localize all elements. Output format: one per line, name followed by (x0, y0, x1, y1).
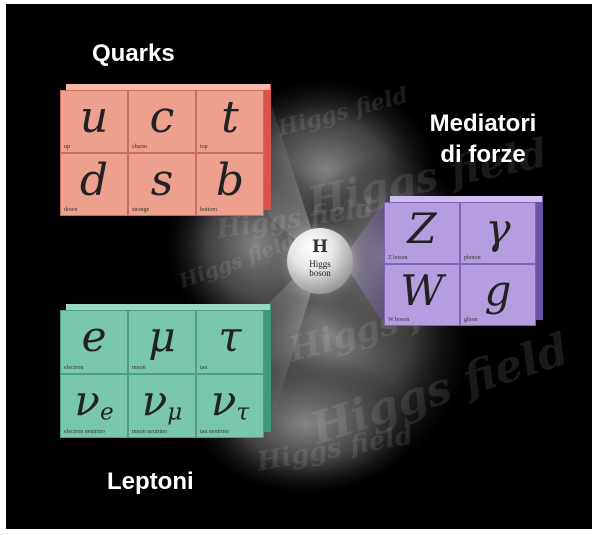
mediators-heading: Mediatori di forze (418, 108, 548, 170)
lepton-symbol-subscript: τ (236, 399, 250, 426)
lepton-block-side (264, 304, 271, 432)
lepton-cell: ντ tau neutrino (196, 374, 264, 438)
lepton-name: electron (64, 365, 84, 371)
lepton-name: muon (132, 365, 146, 371)
quark-symbol: d (79, 155, 109, 206)
lepton-symbol: νμ (141, 376, 183, 426)
mediator-name: photon (464, 255, 481, 261)
higgs-boson: H Higgs boson (287, 228, 353, 294)
lepton-symbol-subscript: e (99, 399, 114, 426)
quark-name: down (64, 207, 78, 213)
lepton-symbol-subscript: μ (167, 399, 183, 426)
mediators-heading-line2: di forze (440, 141, 526, 168)
mediator-ray (346, 202, 384, 324)
mediator-name: W boson (388, 317, 410, 323)
leptons-heading: Leptoni (107, 468, 194, 495)
mediator-cell: W W boson (384, 264, 460, 326)
lepton-cell: νμ muon neutrino (128, 374, 196, 438)
quark-cell: u up (60, 90, 128, 153)
lepton-symbol: νe (74, 376, 114, 426)
quark-name: strange (132, 207, 150, 213)
mediator-cell: Z Z boson (384, 202, 460, 264)
lepton-name: muon neutrino (132, 429, 168, 435)
lepton-name: tau (200, 365, 208, 371)
lepton-symbol: ντ (210, 376, 250, 426)
higgs-symbol: H (311, 237, 329, 257)
mediator-block-side (536, 196, 543, 320)
mediator-symbol: g (484, 266, 512, 315)
lepton-ray (268, 266, 318, 436)
quark-ray (268, 94, 318, 249)
lepton-symbol: τ (218, 312, 242, 361)
quark-symbol: u (79, 92, 109, 143)
mediator-name: gluon (464, 317, 478, 323)
quark-symbol: b (215, 155, 245, 206)
quark-name: top (200, 144, 208, 150)
quark-symbol: s (150, 155, 174, 206)
quark-symbol: c (149, 92, 175, 143)
lepton-symbol: e (81, 312, 107, 361)
lepton-cell: e electron (60, 310, 128, 374)
quark-cell: t top (196, 90, 264, 153)
lepton-cell: τ tau (196, 310, 264, 374)
higgs-label: Higgs boson (309, 259, 331, 278)
mediator-symbol: γ (485, 204, 511, 253)
quark-symbol: t (221, 92, 239, 143)
lepton-block-top (66, 304, 270, 310)
mediator-symbol: W (400, 266, 444, 315)
quark-name: up (64, 144, 70, 150)
mediator-symbol: Z (407, 204, 437, 253)
lepton-name: electron neutrino (64, 429, 105, 435)
quark-name: bottom (200, 207, 218, 213)
quark-name: charm (132, 144, 147, 150)
quarks-heading: Quarks (92, 40, 175, 67)
diagram-canvas: Higgs field Higgs field Higgs field Higg… (6, 4, 592, 529)
mediators-heading-line1: Mediatori (429, 110, 537, 137)
mediator-block-top (390, 196, 542, 202)
lepton-name: tau neutrino (200, 429, 229, 435)
mediator-name: Z boson (388, 255, 408, 261)
lepton-symbol: μ (148, 312, 176, 361)
lepton-cell: νe electron neutrino (60, 374, 128, 438)
quark-block-top (66, 84, 270, 90)
quark-block-side (264, 84, 271, 210)
